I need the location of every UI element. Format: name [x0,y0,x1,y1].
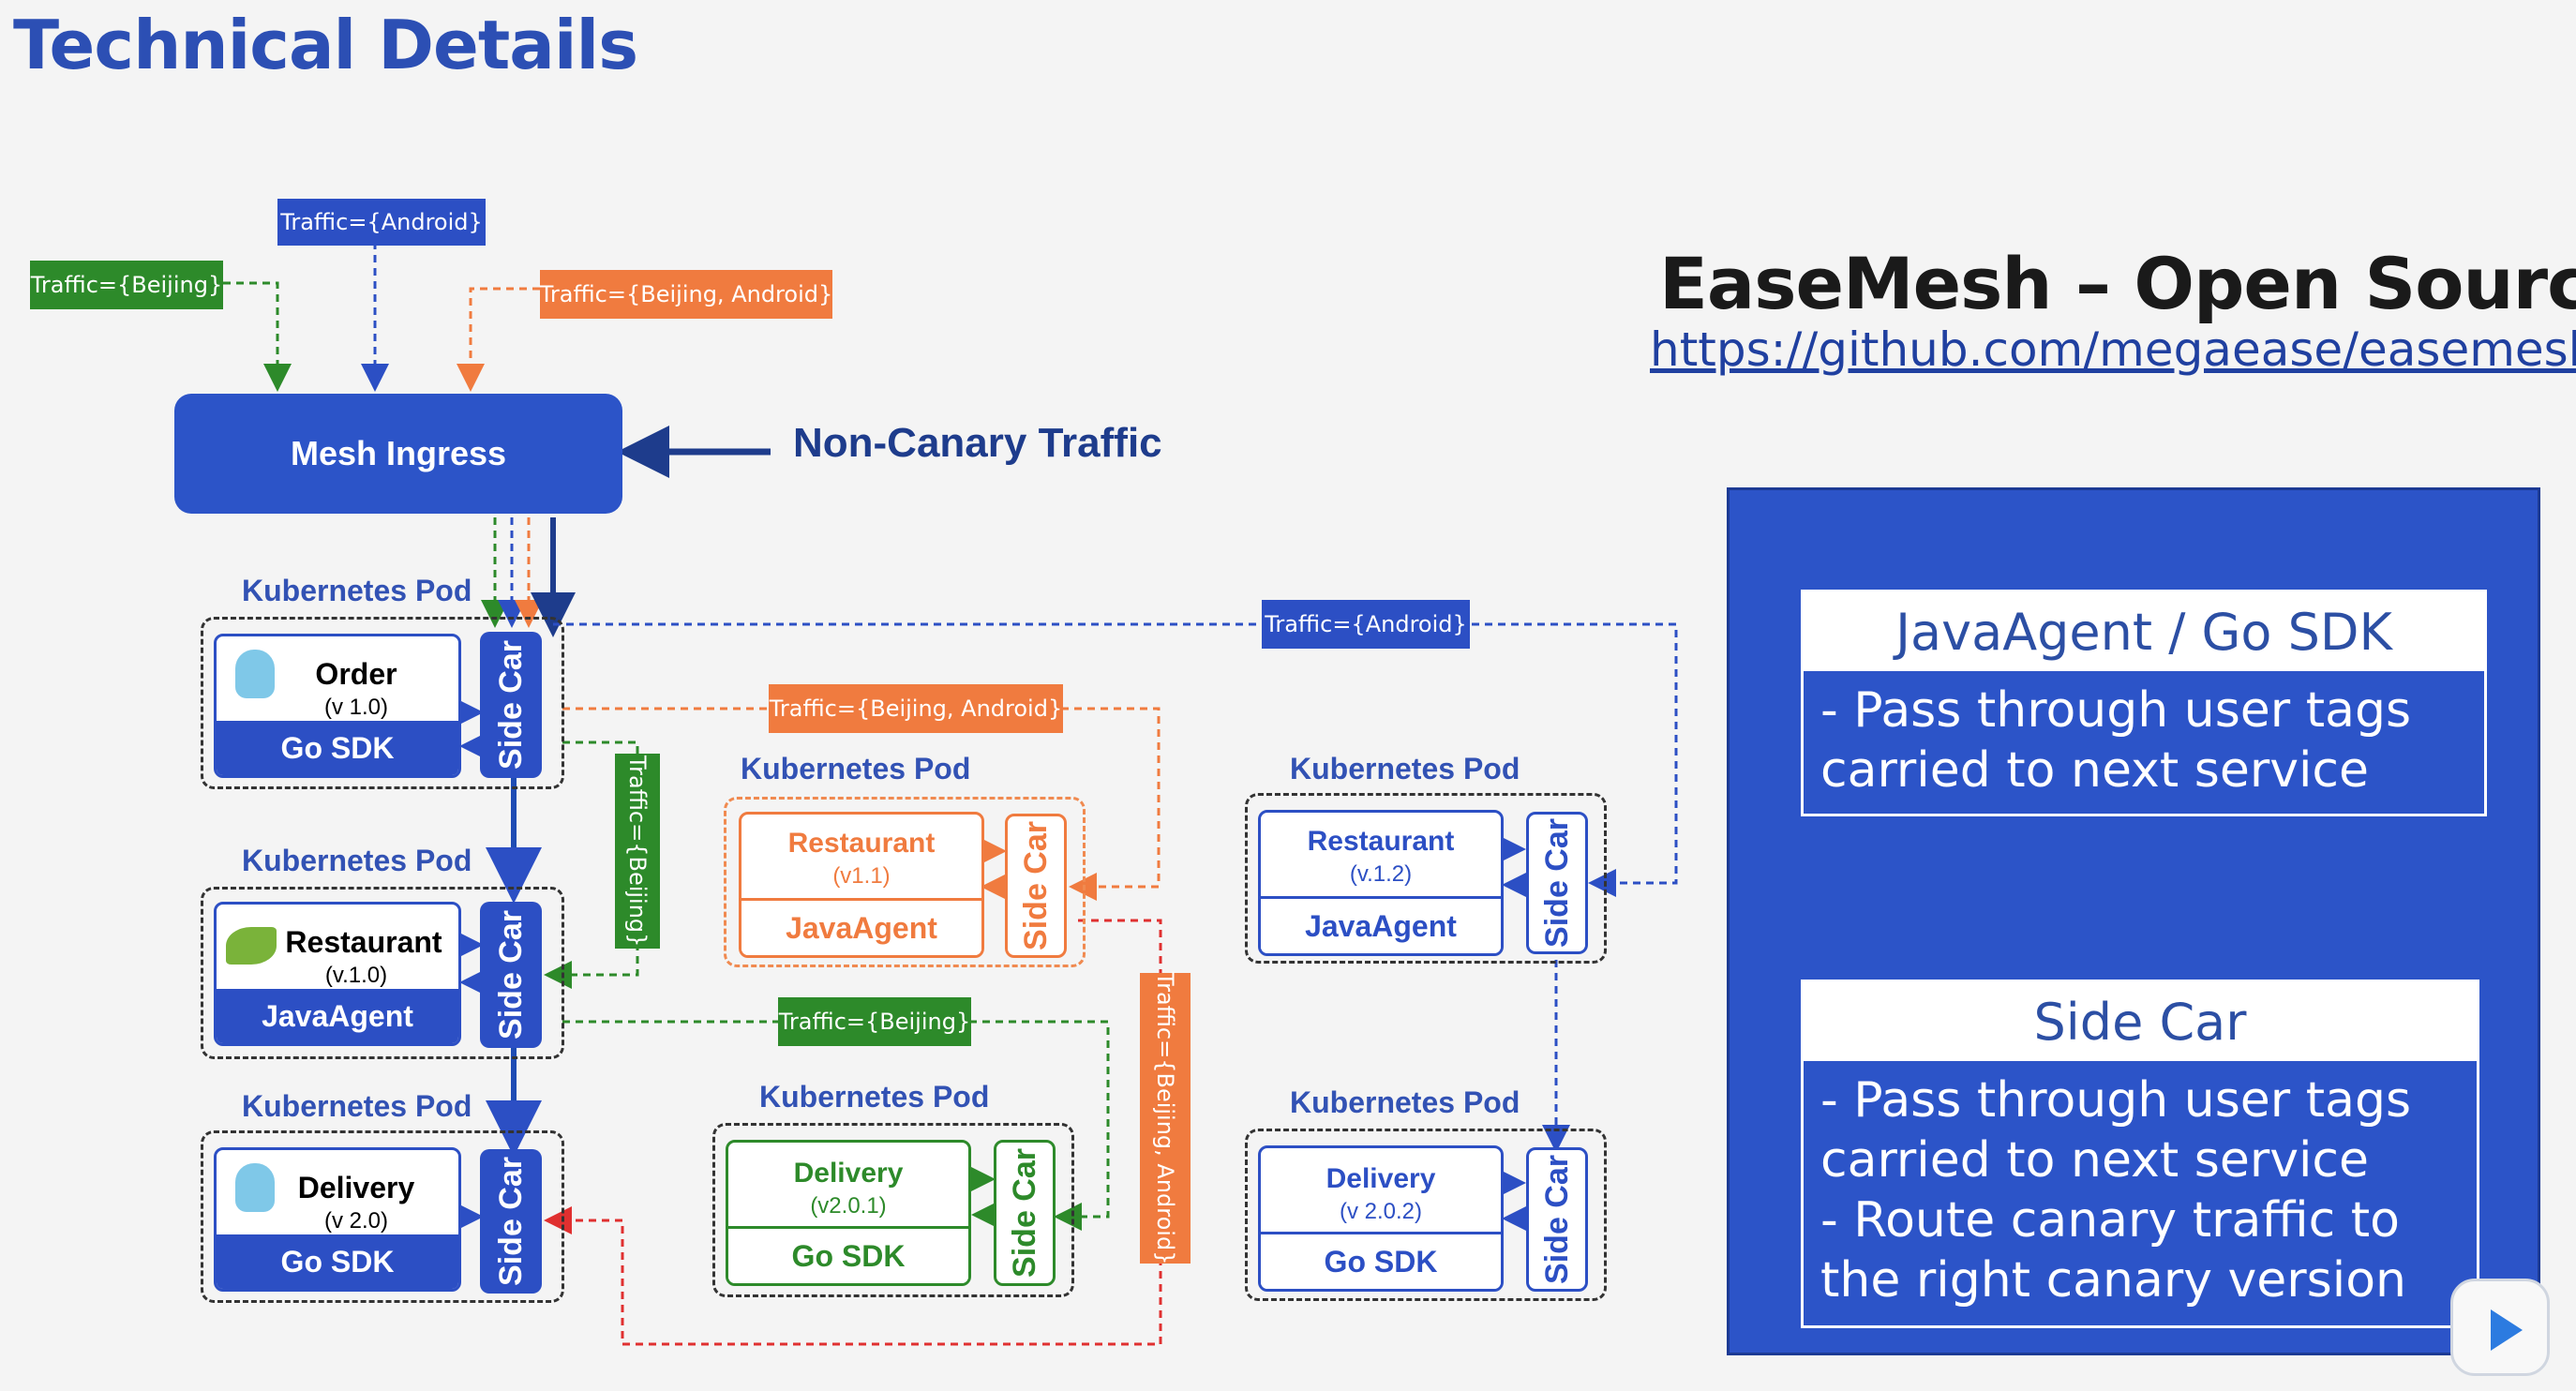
pod-restaurant [201,887,564,1059]
traffic-tag-beijing-vertical: Traffic={Beijing} [615,754,660,949]
service-delivery: Delivery (v 2.0) Go SDK [214,1147,461,1292]
service-sdk: JavaAgent [217,989,458,1043]
sidecar-order: Side Car [480,632,542,778]
service-name: Restaurant [285,925,442,959]
service-order: Order (v 1.0) Go SDK [214,634,461,778]
service-sdk: Go SDK [1261,1232,1501,1289]
service-delivery-v202: Delivery (v 2.0.2) Go SDK [1258,1145,1504,1292]
service-name: Delivery [297,1171,415,1204]
card-line: carried to next service [1820,1132,2369,1189]
card-line: - Route canary traffic to [1820,1192,2400,1249]
service-version: (v 2.0) [323,1208,388,1234]
traffic-tag-beijing-mid: Traffic={Beijing} [778,997,971,1046]
pod-label-delivery: Kubernetes Pod [242,1089,472,1123]
service-name: Restaurant [787,828,936,859]
pod-order [201,617,564,789]
pod-label-delivery-v201: Kubernetes Pod [759,1080,990,1114]
pod-label-order: Kubernetes Pod [242,574,472,607]
easemesh-link[interactable]: https://github.com/megaease/easemesh [1650,322,2576,377]
slide-title: Technical Details [13,6,638,84]
pod-label-delivery-v202: Kubernetes Pod [1290,1085,1520,1119]
service-version: (v2.0.1) [810,1193,887,1219]
card-body: - Pass through user tags carried to next… [1804,671,2484,810]
service-restaurant-v12: Restaurant (v.1.2) JavaAgent [1258,810,1504,956]
service-name: Delivery [1325,1163,1436,1194]
service-version: (v 1.0) [323,695,388,720]
service-name: Restaurant [1307,826,1455,857]
service-restaurant-v11: Restaurant (v1.1) JavaAgent [739,812,984,958]
sidecar-delivery-v201: Side Car [994,1140,1056,1286]
service-sdk: Go SDK [728,1226,968,1283]
card-javaagent: JavaAgent / Go SDK - Pass through user t… [1801,590,2487,816]
mesh-ingress: Mesh Ingress [174,394,622,514]
card-line: the right canary version [1820,1252,2406,1309]
service-sdk: Go SDK [217,1234,458,1289]
service-version: (v 2.0.2) [1339,1199,1423,1224]
service-version: (v.1.0) [324,963,388,988]
traffic-tag-beijing-top: Traffic={Beijing} [30,261,223,309]
service-sdk: Go SDK [217,721,458,775]
pod-label-restaurant-v12: Kubernetes Pod [1290,752,1520,785]
service-delivery-v201: Delivery (v2.0.1) Go SDK [726,1140,971,1286]
traffic-tag-beijing-android-vertical: Traffic={Beijing, Android} [1140,972,1191,1264]
card-line: - Pass through user tags [1820,1072,2412,1129]
card-line: - Pass through user tags [1820,682,2412,739]
traffic-tag-android-mid: Traffic={Android} [1262,600,1470,649]
info-panel: JavaAgent / Go SDK - Pass through user t… [1727,487,2540,1355]
service-version: (v.1.2) [1349,861,1413,887]
service-restaurant: Restaurant (v.1.0) JavaAgent [214,902,461,1046]
traffic-tag-android-top: Traffic={Android} [277,199,486,246]
video-play-icon[interactable] [2450,1279,2550,1376]
sidecar-restaurant: Side Car [480,902,542,1048]
card-heading: Side Car [1804,982,2477,1061]
card-body: - Pass through user tags carried to next… [1804,1061,2477,1320]
sidecar-delivery-v202: Side Car [1526,1147,1588,1292]
pod-label-restaurant: Kubernetes Pod [242,844,472,877]
service-name: Order [315,657,397,691]
card-heading: JavaAgent / Go SDK [1804,592,2484,671]
pod-delivery-v201 [712,1123,1074,1297]
service-name: Delivery [793,1158,904,1189]
pod-restaurant-v11 [724,797,1086,967]
non-canary-traffic-label: Non-Canary Traffic [793,420,1162,466]
pod-delivery-v202 [1245,1129,1607,1301]
gopher-icon [235,1163,275,1212]
service-version: (v1.1) [832,863,891,889]
sidecar-restaurant-v11: Side Car [1005,814,1067,958]
traffic-tag-beijing-android-mid: Traffic={Beijing, Android} [769,684,1063,733]
gopher-icon [235,650,275,698]
traffic-tag-beijing-android-top: Traffic={Beijing, Android} [540,270,832,319]
sidecar-delivery: Side Car [480,1149,542,1294]
pod-restaurant-v12 [1245,793,1607,964]
sidecar-restaurant-v12: Side Car [1526,812,1588,954]
pod-delivery [201,1130,564,1303]
service-sdk: JavaAgent [1261,896,1501,953]
easemesh-heading: EaseMesh – Open Source [1659,242,2576,325]
spring-leaf-icon [226,927,277,965]
card-line: carried to next service [1820,742,2369,799]
card-sidecar: Side Car - Pass through user tags carrie… [1801,980,2479,1328]
pod-label-restaurant-v11: Kubernetes Pod [741,752,971,785]
service-sdk: JavaAgent [741,898,981,955]
